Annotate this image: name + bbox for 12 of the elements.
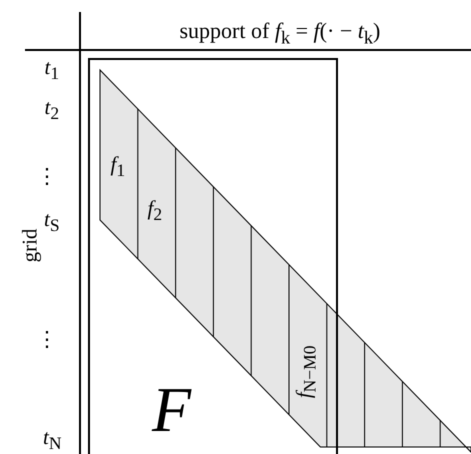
ellipsis: ⋮: [36, 328, 58, 350]
function-label: f$_{2}$: [148, 198, 162, 224]
set-label: F: [152, 378, 192, 442]
set-rectangle: [88, 58, 338, 454]
grid-point-label: t$_{2}$: [44, 97, 60, 123]
column-header: support of f$_{k}$ = f(· − t$_{k}$): [180, 20, 380, 46]
axis-label: grid: [19, 228, 40, 262]
ellipsis: ⋮: [36, 166, 58, 186]
grid-point-label: t$_{1}$: [44, 57, 60, 83]
grid-point-label: t$_{N}$: [43, 427, 62, 453]
function-label: f$_{1}$: [110, 154, 126, 180]
grid-point-label: t$_{S}$: [44, 209, 60, 235]
